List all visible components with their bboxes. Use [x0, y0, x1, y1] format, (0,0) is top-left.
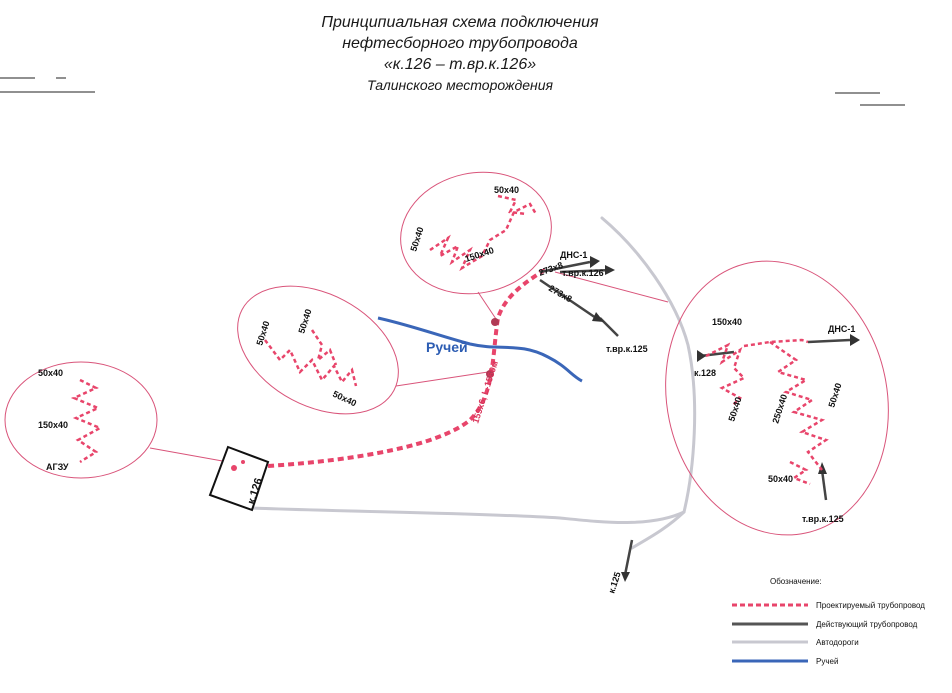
- ellipse-d: [665, 260, 889, 536]
- size-273b-label: 273х8: [547, 283, 574, 304]
- size-d-250x40: 250х40: [770, 393, 789, 425]
- title-block: Принципиальная схема подключения нефтесб…: [250, 12, 670, 96]
- size-a-50x40: 50х40: [38, 368, 63, 378]
- size-d-50x40b: 50х40: [826, 382, 843, 409]
- k125-label: к.125: [606, 571, 622, 595]
- pipe-spec-label: 159х6, L-1560м: [470, 359, 500, 424]
- size-c-50x40a: 50х40: [408, 226, 425, 253]
- road-branch: [630, 510, 686, 550]
- tvr-k125-mid-label: т.вр.к.125: [606, 344, 648, 354]
- legend-item-road: Автодороги: [816, 638, 859, 647]
- legend-title: Обозначение:: [770, 577, 822, 586]
- road-main: [248, 216, 697, 524]
- well-k126: к.126: [208, 445, 270, 512]
- ellipse-c: [400, 171, 552, 295]
- size-a-150x40: 150х40: [38, 420, 68, 430]
- size-d-150x40: 150х40: [712, 317, 742, 327]
- ellipse-agzu: [4, 361, 158, 479]
- size-c-50x40b: 50х40: [494, 185, 519, 195]
- arrowheads: [590, 256, 860, 582]
- connectors: [149, 271, 669, 463]
- ellipses: [4, 171, 889, 536]
- creek-label: Ручей: [426, 339, 468, 355]
- size-d-50x40c: 50х40: [768, 474, 793, 484]
- title-line-4: Талинского месторождения: [367, 77, 553, 93]
- agzu-label: АГЗУ: [46, 462, 69, 472]
- legend-item-creek: Ручей: [816, 657, 838, 666]
- node-upper: [491, 318, 499, 326]
- k128-label: к.128: [694, 368, 716, 378]
- legend: Обозначение: Проектируемый трубопровод Д…: [732, 577, 925, 666]
- dns1-right-label: ДНС-1: [828, 324, 855, 334]
- title-line-2: нефтесборного трубопровода: [342, 35, 578, 52]
- legend-item-projected: Проектируемый трубопровод: [816, 601, 925, 610]
- node-lower: [486, 370, 494, 378]
- dns1-top-label: ДНС-1: [560, 250, 587, 260]
- projected-main-pipeline: [267, 266, 550, 468]
- creek-line: [377, 316, 583, 383]
- size-b-50x40c: 50х40: [331, 389, 358, 409]
- tvr-k125-label: т.вр.к.125: [802, 514, 844, 524]
- size-d-50x40a: 50х40: [726, 396, 743, 423]
- size-b-50x40a: 50х40: [254, 320, 271, 347]
- roads: [248, 216, 697, 550]
- legend-item-existing: Действующий трубопровод: [816, 620, 918, 629]
- size-b-50x40b: 50х40: [296, 308, 313, 335]
- size-273-label: 273х8: [537, 260, 564, 278]
- title-line-3: «к.126 – т.вр.к.126»: [383, 56, 537, 73]
- size-c-150x40: 150х40: [464, 245, 496, 264]
- ellipse-b: [237, 285, 399, 415]
- title-line-1: Принципиальная схема подключения: [321, 14, 599, 31]
- tvr-k126-top-label: т.вр.к.126: [562, 268, 604, 278]
- zigzags: [70, 194, 829, 486]
- corner-marks: [0, 77, 905, 106]
